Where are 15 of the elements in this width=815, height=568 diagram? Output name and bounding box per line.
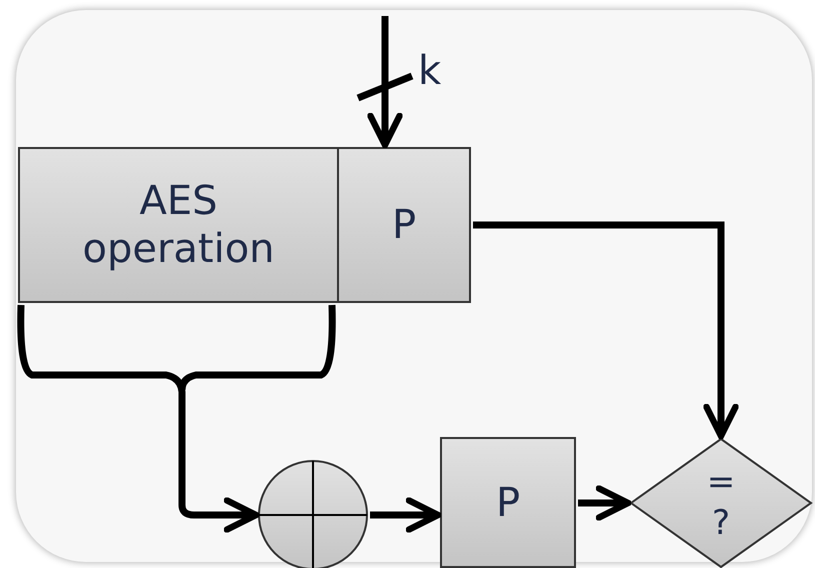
edge-label: k bbox=[418, 48, 442, 94]
node-label: P bbox=[496, 478, 520, 526]
node-label: P bbox=[392, 201, 416, 249]
arrow bbox=[367, 16, 403, 148]
process-box bbox=[18, 147, 339, 303]
decision-diamond bbox=[630, 438, 812, 568]
process-box bbox=[440, 437, 576, 568]
arrow bbox=[473, 222, 739, 440]
xor-circle bbox=[258, 460, 368, 568]
process-box bbox=[337, 147, 471, 303]
comparison-symbol: = bbox=[706, 462, 736, 503]
node-label: AES operation bbox=[81, 177, 276, 273]
arrow bbox=[370, 497, 442, 533]
arrow bbox=[578, 485, 632, 521]
comparison-symbol: ? bbox=[712, 503, 730, 544]
